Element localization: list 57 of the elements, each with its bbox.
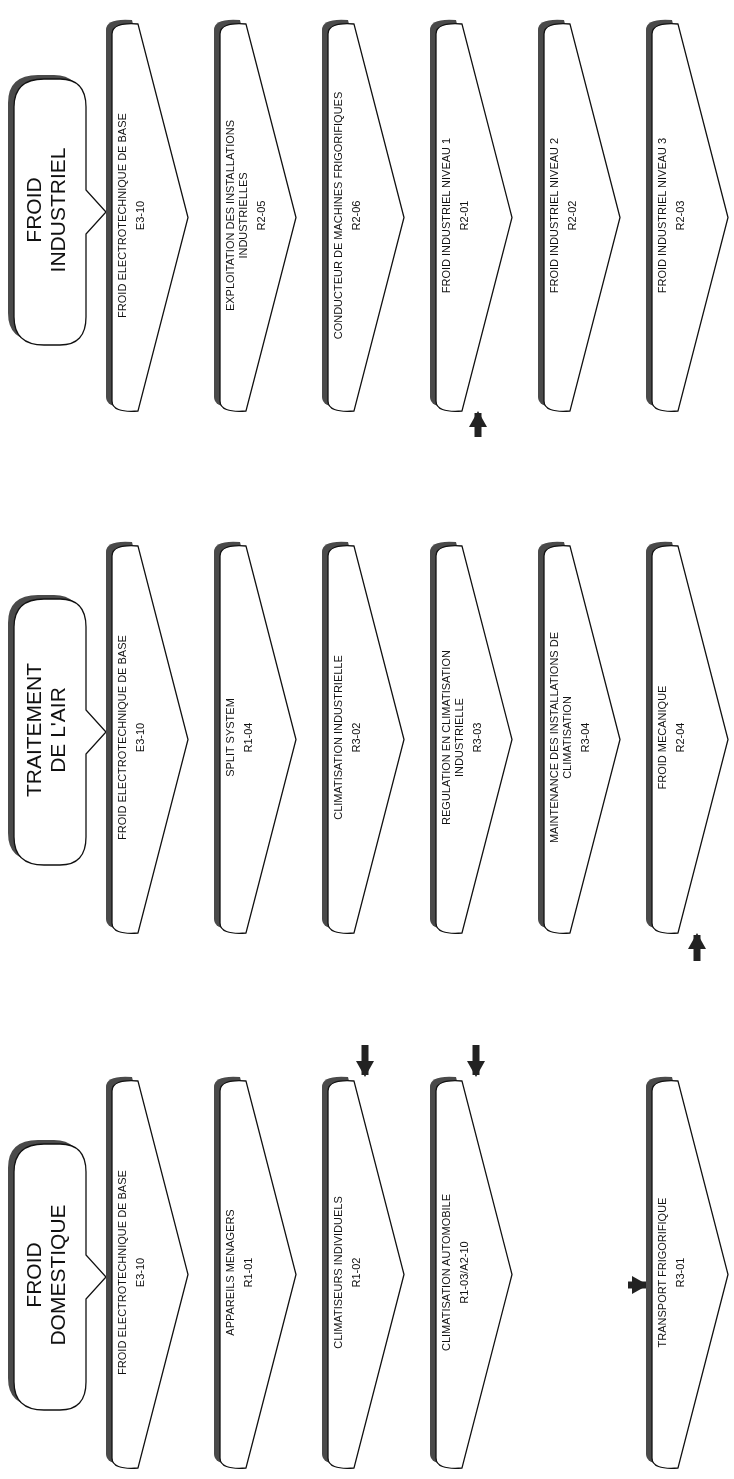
course-code: R2-01 bbox=[458, 200, 471, 231]
course-code: E3-10 bbox=[134, 722, 147, 753]
course-code: R2-04 bbox=[674, 722, 687, 753]
course-code: R2-05 bbox=[255, 200, 268, 231]
course-code: E3-10 bbox=[134, 1257, 147, 1288]
course-code: R1-02 bbox=[350, 1257, 363, 1288]
course-title: CLIMATISATION AUTOMOBILE bbox=[440, 1193, 453, 1352]
course-card bbox=[106, 1075, 188, 1470]
category-title: FROID INDUSTRIEL bbox=[22, 146, 70, 275]
category-title: TRAITEMENT DE L'AIR bbox=[22, 661, 70, 800]
course-card bbox=[646, 540, 728, 935]
course-title: FROID ELECTROTECHNIQUE DE BASE bbox=[116, 635, 129, 840]
course-title: FROID MECANIQUE bbox=[656, 685, 669, 790]
course-card bbox=[538, 540, 620, 935]
course-code: R2-03 bbox=[674, 200, 687, 231]
category-pill bbox=[8, 75, 106, 345]
course-card bbox=[538, 18, 620, 413]
course-title: CONDUCTEUR DE MACHINES FRIGORIFIQUES bbox=[332, 91, 345, 340]
course-code: R3-01 bbox=[674, 1257, 687, 1288]
course-title: MAINTENANCE DES INSTALLATIONS DE CLIMATISATION bbox=[548, 630, 574, 846]
course-card bbox=[322, 540, 404, 935]
course-title: APPAREILS MENAGERS bbox=[224, 1209, 237, 1336]
course-card bbox=[106, 540, 188, 935]
course-card bbox=[322, 1075, 404, 1470]
course-title: CLIMATISEURS INDIVIDUELS bbox=[332, 1196, 345, 1349]
course-title: FROID INDUSTRIEL NIVEAU 1 bbox=[440, 137, 453, 294]
course-title: FROID ELECTROTECHNIQUE DE BASE bbox=[116, 113, 129, 318]
course-card bbox=[430, 540, 512, 935]
category-pill bbox=[8, 595, 106, 865]
course-card bbox=[214, 540, 296, 935]
course-card bbox=[214, 1075, 296, 1470]
course-card bbox=[430, 18, 512, 413]
category-pill bbox=[8, 1140, 106, 1410]
course-title: FROID INDUSTRIEL NIVEAU 3 bbox=[656, 137, 669, 294]
course-code: R3-04 bbox=[579, 722, 592, 753]
course-title: FROID INDUSTRIEL NIVEAU 2 bbox=[548, 137, 561, 294]
course-card bbox=[322, 18, 404, 413]
course-card bbox=[430, 1075, 512, 1470]
course-code: R1-04 bbox=[242, 722, 255, 753]
course-title: FROID ELECTROTECHNIQUE DE BASE bbox=[116, 1170, 129, 1375]
course-title: CLIMATISATION INDUSTRIELLE bbox=[332, 655, 345, 820]
category-title: FROID DOMESTIQUE bbox=[22, 1203, 70, 1348]
course-card bbox=[106, 18, 188, 413]
course-code: R1-01 bbox=[242, 1257, 255, 1288]
course-code: R3-03 bbox=[471, 722, 484, 753]
course-code: E3-10 bbox=[134, 200, 147, 231]
course-title: REGULATION EN CLIMATISATION INDUSTRIELLE bbox=[440, 649, 466, 827]
course-card bbox=[214, 18, 296, 413]
course-code: R3-02 bbox=[350, 722, 363, 753]
course-title: TRANSPORT FRIGORIFIQUE bbox=[656, 1197, 669, 1348]
course-code: R2-02 bbox=[566, 200, 579, 231]
course-title: EXPLOITATION DES INSTALLATIONS INDUSTRIELLES bbox=[224, 118, 250, 314]
course-card bbox=[646, 1075, 728, 1470]
course-code: R1-03/A2-10 bbox=[458, 1241, 471, 1304]
course-code: R2-06 bbox=[350, 200, 363, 231]
course-title: SPLIT SYSTEM bbox=[224, 698, 237, 777]
course-card bbox=[646, 18, 728, 413]
